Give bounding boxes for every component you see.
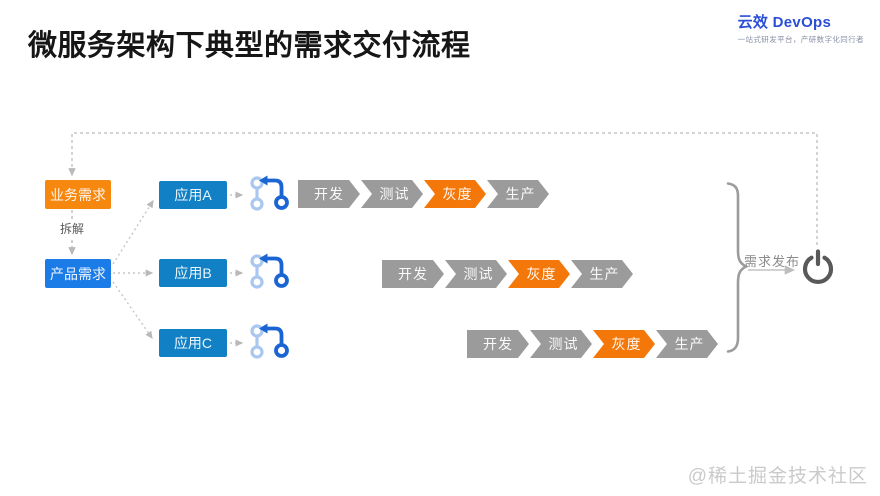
stage-canary-chevron: 灰度 [508, 260, 570, 288]
link-product-to-app-a [112, 199, 154, 265]
app-c-box: 应用C [159, 329, 227, 357]
stage-prod-chevron: 生产 [571, 260, 633, 288]
pipeline-app-a: 开发 测试 灰度 生产 [298, 180, 549, 208]
product-requirement-box: 产品需求 [45, 259, 111, 288]
feedback-loop-line [68, 132, 818, 245]
brace [726, 182, 749, 353]
stage-canary-chevron: 灰度 [593, 330, 655, 358]
stage-dev-chevron: 开发 [467, 330, 529, 358]
stage-test-chevron: 测试 [530, 330, 592, 358]
stage-test-chevron: 测试 [445, 260, 507, 288]
stage-prod-chevron: 生产 [487, 180, 549, 208]
business-requirement-box: 业务需求 [45, 180, 111, 209]
app-a-box: 应用A [159, 181, 227, 209]
stage-prod-chevron: 生产 [656, 330, 718, 358]
stage-test-chevron: 测试 [361, 180, 423, 208]
git-branch-icon [246, 251, 290, 295]
stage-dev-chevron: 开发 [382, 260, 444, 288]
watermark: @稀土掘金技术社区 [687, 466, 868, 487]
app-b-box: 应用B [159, 259, 227, 287]
power-icon [799, 248, 837, 286]
brand-tagline: 一站式研发平台，产研数字化同行者 [737, 35, 864, 44]
brand-logo: 云效 DevOps 一站式研发平台，产研数字化同行者 [738, 11, 864, 45]
release-label: 需求发布 [744, 254, 801, 269]
git-branch-icon [246, 321, 290, 365]
git-branch-icon [246, 173, 290, 217]
stage-canary-chevron: 灰度 [424, 180, 486, 208]
pipeline-app-b: 开发 测试 灰度 生产 [382, 260, 633, 288]
brand-name: 云效 DevOps [737, 14, 832, 31]
page-title: 微服务架构下典型的需求交付流程 [28, 30, 471, 62]
link-product-to-app-c [112, 281, 153, 340]
stage-dev-chevron: 开发 [298, 180, 360, 208]
decompose-label: 拆解 [56, 219, 88, 238]
pipeline-app-c: 开发 测试 灰度 生产 [467, 330, 718, 358]
